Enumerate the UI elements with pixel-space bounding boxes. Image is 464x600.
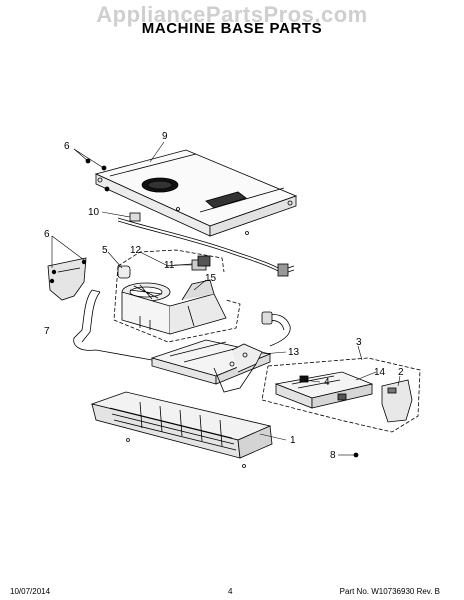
callout-10: 10 (88, 207, 100, 218)
callout-8: 8 (330, 450, 336, 461)
callout-6-side: 6 (44, 229, 50, 240)
part-side-bracket (47, 257, 87, 301)
part-power-cord (117, 212, 295, 277)
part-control-group (261, 357, 421, 433)
part-air-duct (73, 265, 153, 361)
callout-11: 11 (164, 260, 175, 271)
callout-2: 2 (398, 367, 404, 378)
callout-13: 13 (288, 347, 300, 358)
callout-labels: 9 6 10 6 5 12 11 15 7 3 13 14 2 4 1 8 (44, 131, 404, 461)
footer-part-number: Part No. W10736930 Rev. B (339, 587, 440, 596)
part-blower-assembly (113, 249, 241, 343)
callout-6-top: 6 (64, 141, 70, 152)
part-screw (353, 452, 359, 458)
leader-lines (51, 141, 401, 456)
part-side-hose (261, 311, 291, 347)
callout-1: 1 (290, 435, 296, 446)
callout-12: 12 (130, 245, 142, 256)
part-front-grille (90, 391, 273, 468)
callout-14: 14 (374, 367, 386, 378)
callout-9: 9 (162, 131, 168, 142)
watermark: AppliancePartsPros.com (96, 2, 368, 27)
page-title: MACHINE BASE PARTS (141, 20, 323, 37)
footer-date: 10/07/2014 (10, 587, 51, 596)
callout-7: 7 (44, 326, 50, 337)
callout-5: 5 (102, 245, 108, 256)
part-top-plate (94, 149, 298, 237)
callout-4: 4 (324, 377, 330, 388)
footer-page-number: 4 (228, 587, 233, 596)
callout-15: 15 (205, 273, 217, 284)
part-base-frame (150, 339, 272, 393)
callout-3: 3 (356, 337, 362, 348)
